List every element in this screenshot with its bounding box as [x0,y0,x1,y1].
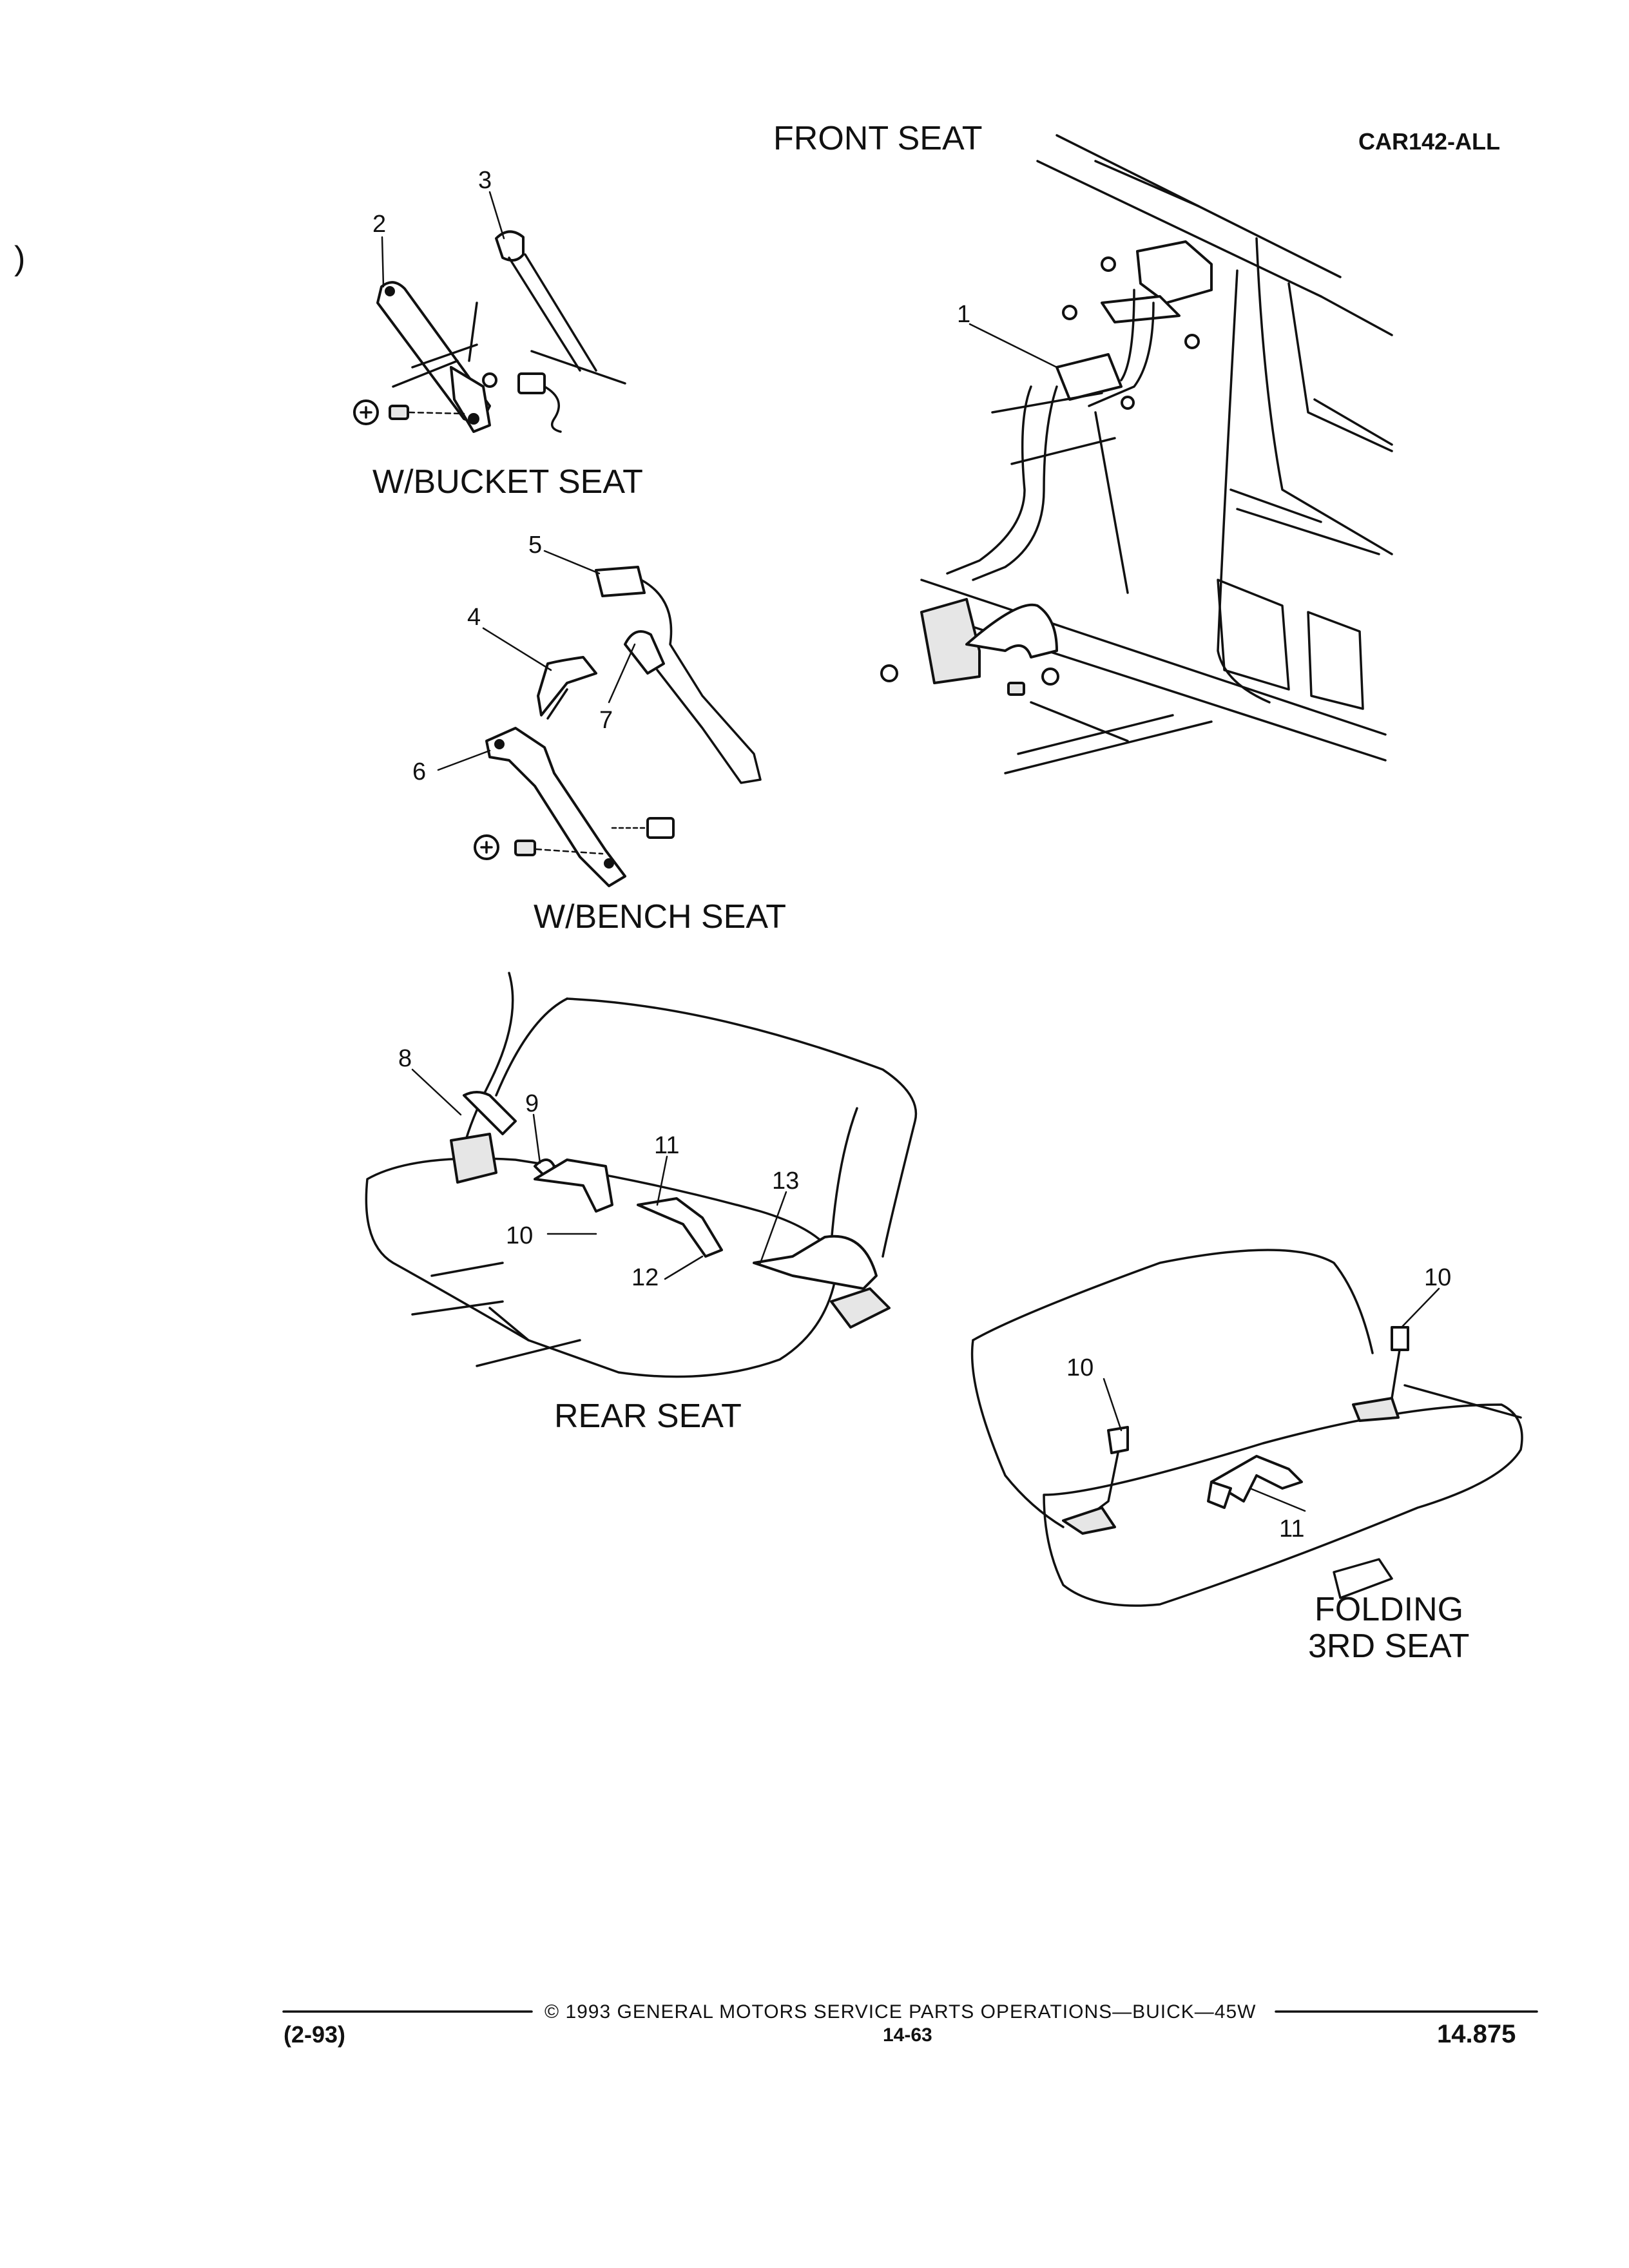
footer-date: (2-93) [284,2021,345,2048]
caption-bucket-seat: W/BUCKET SEAT [372,463,643,501]
margin-mark: ) [14,240,25,277]
callout-6: 6 [412,758,426,785]
callout-3: 3 [478,167,492,194]
callout-4: 4 [467,604,481,631]
callout-11-third: 11 [1279,1515,1304,1542]
callout-10-third-left: 10 [1066,1354,1094,1381]
callout-10-rear: 10 [506,1222,533,1249]
footer-copyright: © 1993 GENERAL MOTORS SERVICE PARTS OPER… [545,2001,1257,2023]
callout-12: 12 [631,1264,659,1291]
callout-2: 2 [372,211,386,238]
caption-rear-seat: REAR SEAT [554,1398,742,1435]
callout-5: 5 [528,532,542,559]
caption-bench-seat: W/BENCH SEAT [534,898,786,936]
callout-10-third-right: 10 [1424,1264,1451,1291]
callout-11-rear: 11 [654,1132,679,1159]
caption-folding-line2: 3RD SEAT [1308,1628,1469,1665]
caption-folding-line1: FOLDING [1315,1591,1463,1628]
figure-code: CAR142-ALL [1358,128,1500,155]
footer: © 1993 GENERAL MOTORS SERVICE PARTS OPER… [282,2001,1538,2048]
bucket-seat-belt-illustration [353,230,626,433]
callout-7: 7 [599,707,613,734]
footer-section-number: 14.875 [1437,2020,1516,2048]
callout-1: 1 [957,301,970,328]
front-seat-vehicle-interior-illustration [880,134,1393,774]
front-seat-heading: FRONT SEAT [773,120,983,157]
rear-seat-illustration [365,972,918,1378]
folding-third-seat-illustration [970,1249,1523,1607]
callout-13: 13 [772,1168,799,1195]
callout-8: 8 [398,1045,412,1072]
callout-9: 9 [525,1090,539,1117]
callout-leaders [381,191,1440,1512]
footer-page-number: 14-63 [883,2024,932,2046]
bench-seat-belt-illustration [474,566,762,887]
